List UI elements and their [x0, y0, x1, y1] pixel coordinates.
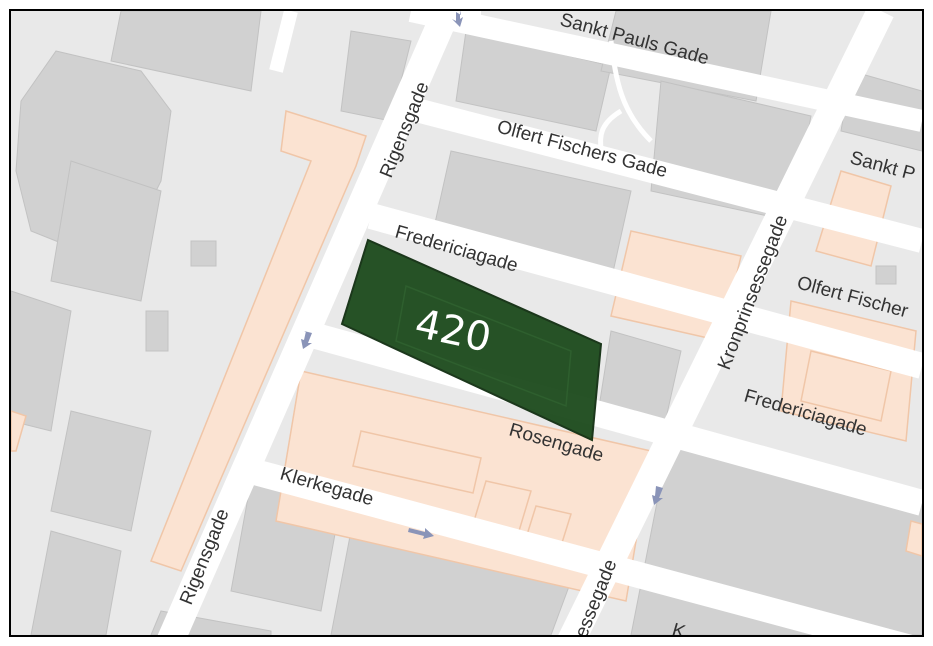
plot-inner-outline	[395, 284, 572, 408]
map-frame: Sankt Pauls Gade Rigensgade Olfert Fisch…	[9, 9, 924, 637]
one-way-arrows	[301, 11, 663, 539]
street-label-k-fragment: K	[670, 620, 688, 635]
arrow-down-icon	[301, 331, 312, 349]
highlighted-plot[interactable]	[340, 238, 603, 442]
map-canvas[interactable]: Sankt Pauls Gade Rigensgade Olfert Fisch…	[11, 11, 922, 635]
arrow-right-icon	[408, 528, 434, 539]
arrow-down-icon	[652, 486, 663, 505]
roads	[157, 11, 922, 635]
footpath	[598, 40, 653, 152]
arrow-down-icon	[452, 11, 463, 27]
